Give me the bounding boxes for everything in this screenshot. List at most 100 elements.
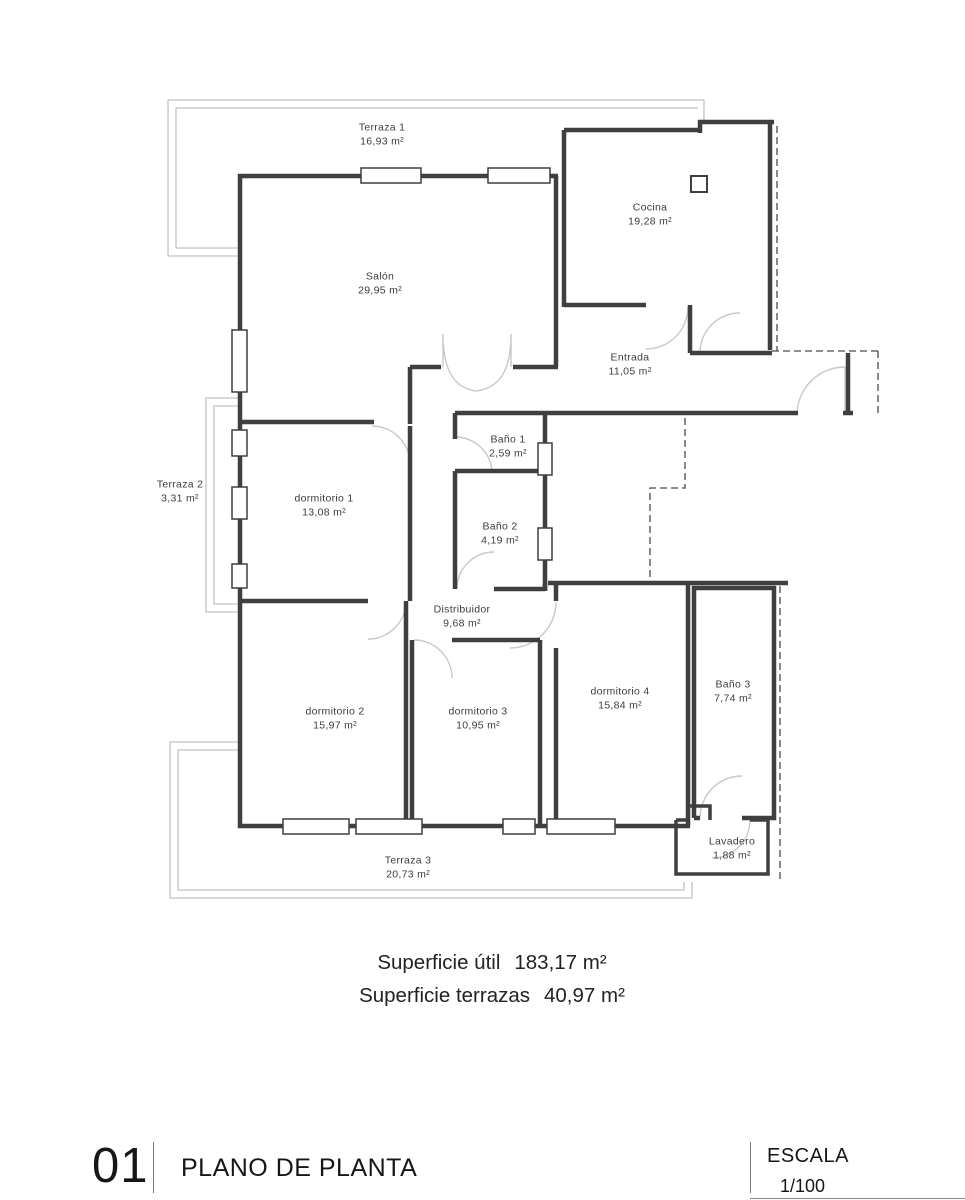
room-name: Baño 1 [490, 433, 526, 446]
room-area: 19,28 m² [628, 215, 672, 227]
room-label-bano-2: Baño 2 4,19 m² [481, 521, 519, 548]
dormitorio-1-walls [240, 419, 413, 601]
room-label-dormitorio-4: dormitorio 4 15,84 m² [590, 686, 649, 713]
scale-separator-line [750, 1142, 751, 1193]
room-area: 20,73 m² [386, 868, 430, 880]
room-name: Entrada [610, 351, 650, 364]
room-label-terraza-3: Terraza 3 20,73 m² [385, 855, 431, 882]
window [360, 167, 422, 184]
room-area: 4,19 m² [481, 534, 519, 546]
dormitorio-2-walls [240, 598, 409, 826]
dormitorio-1-door-arc [371, 425, 411, 465]
entrada-walls [455, 353, 853, 416]
salon-double-door-arc [442, 333, 512, 392]
window [355, 818, 423, 835]
dashed-top-right [772, 126, 879, 415]
dormitorio-3-walls [409, 637, 543, 826]
summary-useful-label: Superficie útil [377, 951, 501, 974]
sheet-title: PLANO DE PLANTA [181, 1154, 418, 1182]
room-area: 10,95 m² [456, 719, 500, 731]
room-area: 15,97 m² [313, 719, 357, 731]
cocina-door-arc [645, 306, 689, 350]
room-area: 15,84 m² [598, 699, 642, 711]
cocina-walls [561, 119, 774, 356]
room-label-dormitorio-3: dormitorio 3 10,95 m² [448, 706, 507, 733]
room-name: Terraza 1 [358, 121, 406, 134]
bano-3-walls [691, 585, 777, 821]
bano-2-walls [452, 471, 545, 592]
bano-3-door-arc [699, 775, 743, 819]
room-area: 16,93 m² [360, 135, 404, 147]
title-block: 01 PLANO DE PLANTA ESCALA 1/100 [0, 1130, 965, 1200]
room-area: 3,31 m² [161, 492, 199, 504]
room-label-cocina: Cocina 19,28 m² [628, 202, 672, 229]
cocina-fixture-square [690, 175, 708, 193]
room-name: dormitorio 4 [590, 685, 650, 698]
window [231, 329, 248, 393]
room-name: Lavadero [708, 835, 756, 848]
window [231, 563, 248, 589]
windows [231, 167, 616, 835]
lavadero-door-arc [711, 819, 751, 859]
room-area: 29,95 m² [358, 284, 402, 296]
room-label-salon: Salón 29,95 m² [358, 271, 402, 298]
terraza-3-outline [169, 741, 693, 899]
summary-terrace-area: Superficie terrazas 40,97 m² [359, 984, 625, 1008]
window [231, 429, 248, 457]
dormitorio-4-door-arc [509, 601, 557, 649]
window [231, 486, 248, 520]
summary-terrace-label: Superficie terrazas [359, 984, 531, 1007]
room-label-bano-1: Baño 1 2,59 m² [489, 434, 527, 461]
room-name: dormitorio 2 [305, 705, 365, 718]
terrace-outlines [167, 99, 705, 899]
room-label-entrada: Entrada 11,05 m² [608, 352, 651, 379]
room-name: Baño 2 [482, 520, 518, 533]
patio-door-arc [699, 312, 741, 352]
dormitorio-4-walls [553, 583, 691, 826]
room-name: dormitorio 1 [294, 492, 354, 505]
summary-terrace-value: 40,97 m² [544, 984, 625, 1007]
patio-bottom-wall [542, 580, 788, 591]
bano-1-door-arc [454, 436, 493, 472]
room-area: 1,88 m² [713, 849, 751, 861]
room-label-terraza-1: Terraza 1 16,93 m² [359, 122, 405, 149]
sheet-number: 01 [92, 1139, 149, 1193]
room-label-distribuidor: Distribuidor 9,68 m² [434, 604, 491, 631]
terraza-2-outline [205, 397, 242, 613]
window [537, 527, 553, 561]
window [546, 818, 616, 835]
room-area: 9,68 m² [443, 617, 481, 629]
room-label-terraza-2: Terraza 2 3,31 m² [157, 479, 203, 506]
room-label-dormitorio-2: dormitorio 2 15,97 m² [305, 706, 364, 733]
room-area: 7,74 m² [714, 692, 752, 704]
dormitorio-2-door-arc [367, 600, 407, 640]
scale-label: ESCALA [767, 1145, 849, 1167]
room-label-dormitorio-1: dormitorio 1 13,08 m² [294, 493, 353, 520]
room-name: Terraza 3 [384, 854, 432, 867]
lavadero-walls [674, 804, 770, 876]
room-name: Baño 3 [715, 678, 751, 691]
room-label-bano-3: Baño 3 7,74 m² [714, 679, 752, 706]
entrance-door-arc [796, 366, 846, 414]
dashed-boundaries [649, 126, 879, 880]
room-name: Distribuidor [433, 603, 491, 616]
window [487, 167, 551, 184]
summary-useful-area: Superficie útil 183,17 m² [377, 951, 606, 975]
room-label-lavadero: Lavadero 1,88 m² [709, 836, 755, 863]
title-separator-line [153, 1142, 154, 1193]
terraza-1-outline [167, 99, 705, 257]
room-name: dormitorio 3 [448, 705, 508, 718]
room-area: 13,08 m² [302, 506, 346, 518]
room-area: 11,05 m² [608, 365, 652, 377]
window [502, 818, 536, 835]
window [537, 442, 553, 476]
room-name: Salón [365, 270, 395, 283]
dashed-patio [649, 418, 686, 581]
room-name: Terraza 2 [156, 478, 204, 491]
scale-underline [750, 1198, 965, 1199]
room-name: Cocina [632, 201, 668, 214]
room-area: 2,59 m² [489, 447, 527, 459]
salon-walls [407, 176, 559, 424]
